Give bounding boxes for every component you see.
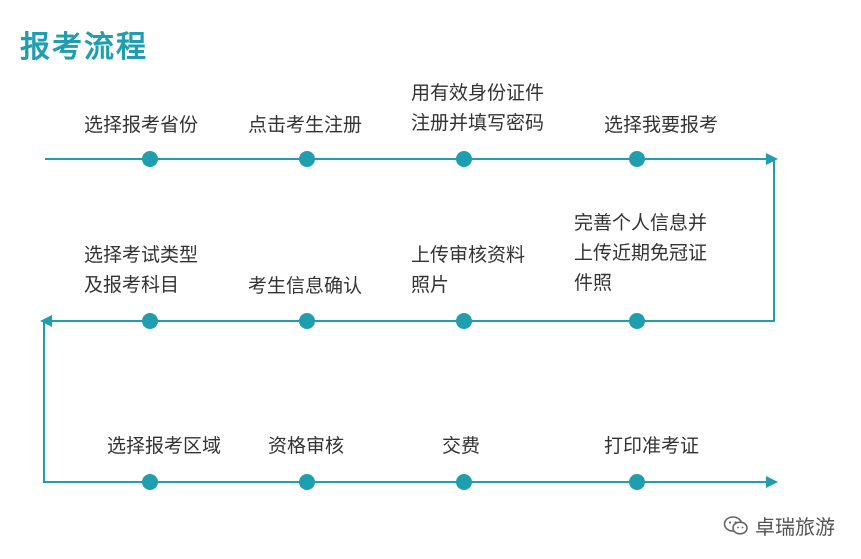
arrowhead-row-3 [766,476,778,488]
step-label: 选择我要报考 [604,114,719,136]
page-title: 报考流程 [20,30,148,65]
step-label: 选择报考区域 [107,435,222,457]
arrowhead-row-2 [40,315,52,327]
step-dot [142,151,158,167]
step-dot [299,313,315,329]
connector-left [43,321,766,483]
step-dot [456,151,472,167]
connector-right [52,159,775,322]
step-label: 选择考试类型 及报考科目 [84,244,199,296]
watermark-text: 卓瑞旅游 [755,515,835,539]
step-label: 打印准考证 [604,435,700,457]
step-dot [299,151,315,167]
step-dot [456,313,472,329]
step-label: 交费 [442,435,481,457]
step-label: 选择报考省份 [84,114,199,136]
step-dot [142,313,158,329]
arrowhead-row-1 [766,153,778,165]
step-label: 考生信息确认 [248,275,363,297]
step-label: 资格审核 [268,435,345,457]
step-label: 点击考生注册 [248,114,363,136]
step-dot [299,474,315,490]
wechat-icon [723,515,748,535]
step-label: 用有效身份证件 注册并填写密码 [411,82,545,134]
watermark: 卓瑞旅游 [723,511,835,540]
step-dot [629,151,645,167]
step-label: 上传审核资料 照片 [411,244,526,296]
step-label: 完善个人信息并 上传近期免冠证 件照 [574,212,708,294]
step-dot [142,474,158,490]
step-dot [456,474,472,490]
step-dot [629,313,645,329]
step-dot [629,474,645,490]
